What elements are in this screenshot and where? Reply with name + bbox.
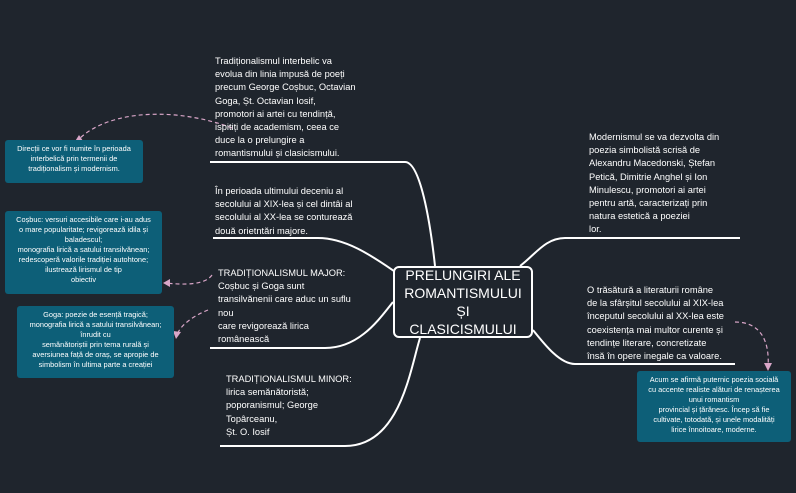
arrowhead-n3 xyxy=(173,331,181,339)
topic-traditionalism-major[interactable]: TRADIȚIONALISMUL MAJOR: Coșbuc și Goga s… xyxy=(218,268,351,345)
dashed-link-n4 xyxy=(734,321,769,369)
branch-line-t6 xyxy=(532,329,735,365)
branch-line-t5 xyxy=(519,237,740,267)
topic-traditionalism-interbelic[interactable]: Tradiționalismul interbelic va evolua di… xyxy=(215,56,356,159)
topic-two-orientations[interactable]: În perioada ultimului deceniu al secolul… xyxy=(215,186,353,236)
note-social-poetry[interactable]: Acum se afirmă puternic poezia socială c… xyxy=(637,371,791,442)
branch-line-t3 xyxy=(210,301,394,349)
note-cosbuc[interactable]: Coșbuc: versuri accesibile care i-au adu… xyxy=(5,211,162,294)
branch-line-t2 xyxy=(213,237,401,276)
topic-traditionalism-minor[interactable]: TRADIȚIONALISMUL MINOR: lirica semănător… xyxy=(226,374,352,437)
note-directions[interactable]: Direcții ce vor fi numite în perioada in… xyxy=(5,140,143,183)
dashed-link-n3 xyxy=(176,309,209,336)
central-topic[interactable]: PRELUNGIRI ALE ROMANTISMULUI ȘI CLASICIS… xyxy=(393,266,533,338)
arrowhead-n4 xyxy=(764,363,772,371)
branch-line-t1 xyxy=(210,161,436,267)
dashed-link-n1 xyxy=(77,113,233,141)
topic-coexistence-trends[interactable]: O trăsătură a literaturii române de la s… xyxy=(587,285,724,362)
central-topic-title: PRELUNGIRI ALE ROMANTISMULUI ȘI CLASICIS… xyxy=(404,267,522,337)
topic-modernism[interactable]: Modernismul se va dezvolta din poezia si… xyxy=(589,132,720,235)
note-goga[interactable]: Goga: poezie de esență tragică; monograf… xyxy=(17,306,174,378)
arrowhead-n2 xyxy=(163,279,170,287)
dashed-link-n2 xyxy=(164,274,213,285)
branch-line-t4 xyxy=(220,337,421,447)
